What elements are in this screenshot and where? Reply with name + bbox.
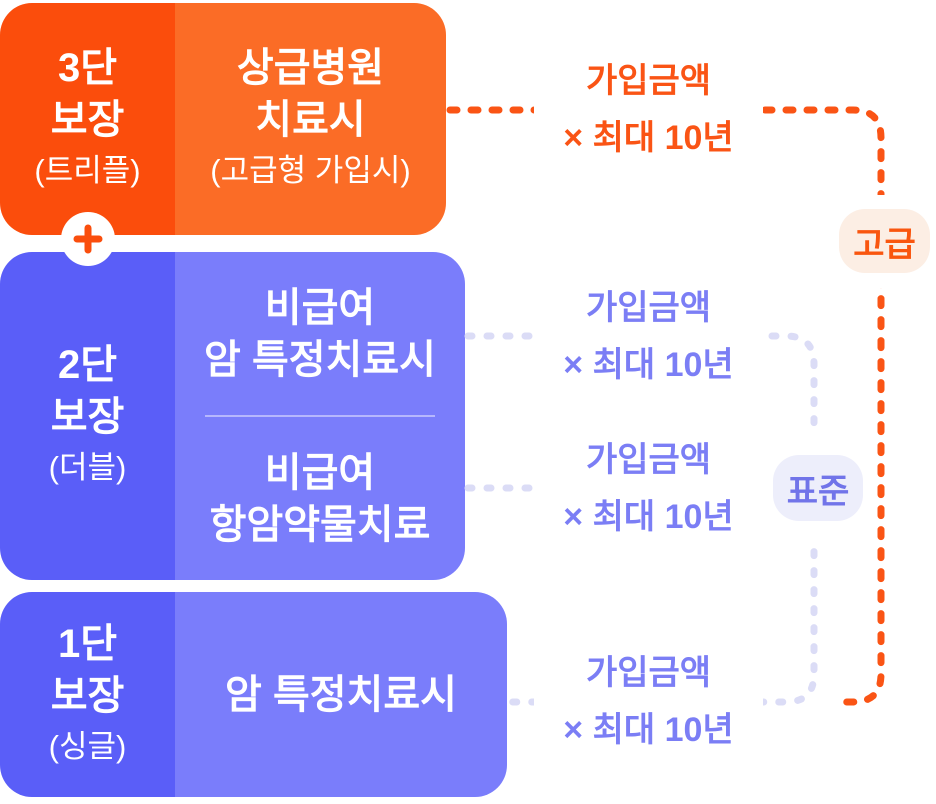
tier2-row-divider: [205, 415, 435, 417]
amount-line1: 가입금액: [585, 440, 712, 479]
tier1-label-line2: 보장: [50, 673, 125, 718]
plus-glyph: [73, 224, 103, 254]
tier2-block: 2단 보장 (더블) 비급여 암 특정치료시 비급여 항암약물치료: [0, 252, 465, 580]
tier3-coverage-line1: 상급병원: [236, 46, 385, 90]
tier2-row2-line1: 비급여: [264, 450, 376, 495]
premium-connector-path: [446, 106, 885, 706]
premium-plan-badge: 고급: [839, 209, 930, 273]
amount-text-wrap: 가입금액 × 최대 10년: [534, 429, 763, 548]
tier3-sublabel: (트리플): [34, 153, 141, 188]
tier3-coverage: 상급병원 치료시 (고급형 가입시): [175, 3, 446, 235]
tier2-sublabel: (더블): [48, 450, 127, 485]
amount-line1: 가입금액: [585, 61, 712, 100]
tier3-label-line2: 보장: [50, 98, 125, 142]
tier1-sublabel: (싱글): [48, 728, 127, 764]
tier2-label-column: 2단 보장 (더블): [0, 252, 175, 580]
tier3-coverage-line2: 치료시: [255, 98, 366, 142]
amount-line2: × 최대 10년: [563, 711, 734, 749]
amount-box-single: 가입금액 × 최대 10년: [534, 642, 763, 762]
tier2-label-line1: 2단: [57, 343, 118, 387]
tier2-coverage-row1: 비급여 암 특정치료시: [175, 252, 465, 415]
tier1-coverage-line1: 암 특정치료시: [225, 672, 457, 717]
tier2-coverage-row2: 비급여 항암약물치료: [175, 417, 465, 580]
tier2-row1-line1: 비급여: [264, 285, 376, 330]
tier1-coverage: 암 특정치료시: [175, 592, 507, 797]
amount-line1: 가입금액: [585, 654, 712, 692]
tier2-row2-line2: 항암약물치료: [209, 502, 431, 547]
tier2-label-line2: 보장: [50, 395, 125, 439]
tier3-block: 3단 보장 (트리플) 상급병원 치료시 (고급형 가입시): [0, 3, 446, 235]
tier2-coverage: 비급여 암 특정치료시 비급여 항암약물치료: [175, 252, 465, 580]
plus-icon: [61, 212, 115, 266]
amount-box-cancer-specific: 가입금액 × 최대 10년: [534, 277, 763, 396]
tier3-label-column: 3단 보장 (트리플): [0, 3, 175, 235]
amount-box-premium: 가입금액 × 최대 10년: [534, 49, 763, 170]
tier1-label-line1: 1단: [57, 621, 118, 666]
tier1-block: 1단 보장 (싱글) 암 특정치료시: [0, 592, 507, 797]
amount-line2: × 최대 10년: [563, 118, 734, 157]
tier3-coverage-note: (고급형 가입시): [210, 153, 411, 188]
amount-line2: × 최대 10년: [563, 345, 734, 384]
tier3-label-line1: 3단: [57, 46, 118, 90]
amount-line1: 가입금액: [585, 288, 712, 327]
standard-plan-badge: 표준: [773, 455, 863, 521]
amount-line2: × 최대 10년: [563, 497, 734, 536]
tier1-label-column: 1단 보장 (싱글): [0, 592, 175, 797]
tier2-row1-line2: 암 특정치료시: [204, 337, 436, 382]
